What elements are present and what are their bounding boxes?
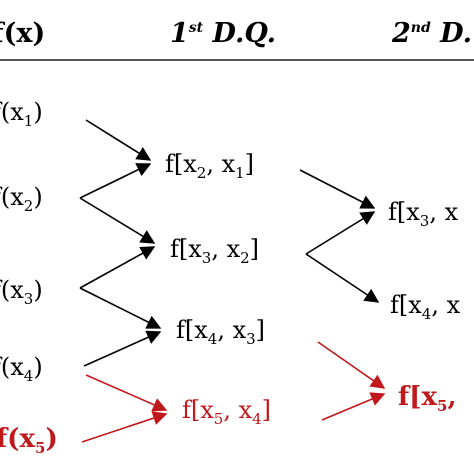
arrow-x2-to-x2x1: [79, 163, 152, 199]
term-f-x5: f(x5): [0, 424, 58, 457]
arrow-x4-to-x5x4: [85, 374, 168, 412]
term-f-x2-x1: f[x2, x1]: [165, 150, 254, 182]
term-f-x3-x2: f[x3, x2]: [170, 235, 259, 267]
arrow-x5x4-to-col2c: [321, 392, 386, 421]
arrow-x3-to-x4x3: [79, 287, 162, 329]
arrow-x3x2-to-col2a: [305, 211, 376, 255]
term-f-x5-x4: f[x5, x4]: [182, 396, 271, 428]
arrow-x2-to-x3x2: [79, 197, 156, 244]
term-f-x2: f(x2): [0, 183, 43, 215]
term-f-x1: f(x1): [0, 98, 43, 130]
arrow-x4x3-to-col2c: [317, 341, 386, 389]
term-f-x3: f(x3): [0, 276, 43, 308]
arrow-x4-to-x4x3: [83, 330, 162, 367]
arrow-x3-to-x3x2: [79, 246, 156, 289]
header-first-dq: 1st D.Q.: [170, 18, 276, 49]
header-second-dq: 2nd D.: [391, 18, 472, 49]
arrow-x1-to-x2x1: [85, 119, 152, 161]
term-f-x4: f(x4): [0, 353, 43, 385]
term-f-x4-x3: f[x4, x3]: [176, 316, 265, 348]
term-f-x5-partial: f[x5,: [398, 382, 457, 415]
term-f-x3-partial: f[x3, x: [388, 198, 459, 230]
arrow-x3x2-to-col2b: [305, 253, 380, 303]
arrow-x5-to-x5x4: [81, 411, 168, 443]
term-f-x4-partial: f[x4, x: [390, 291, 461, 323]
header-f-of-x: f(x): [0, 18, 45, 49]
arrow-x2x1-to-col2a: [299, 169, 376, 209]
